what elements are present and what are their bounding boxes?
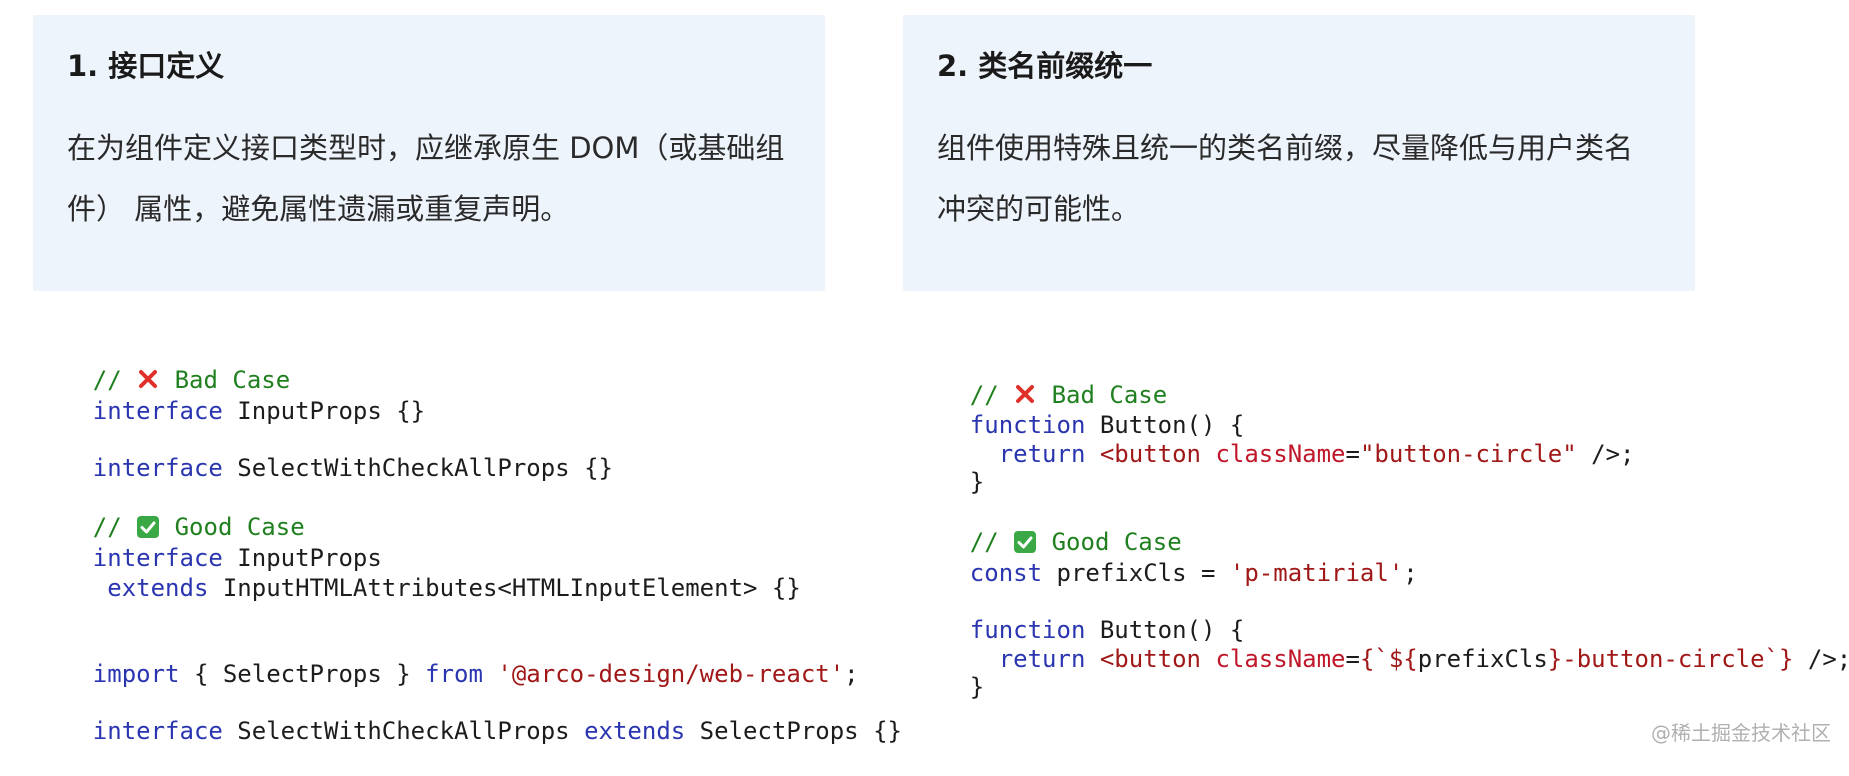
code-line: function Button() { xyxy=(969,411,1245,439)
watermark: @稀土掘金技术社区 xyxy=(1651,721,1831,745)
code-block-prefix: // Bad Case function Button() { return <… xyxy=(912,0,1849,752)
code-line-good-comment: // Good Case xyxy=(969,528,1182,556)
code-line: extends InputHTMLAttributes<HTMLInputEle… xyxy=(107,574,801,602)
code-block-interface: // Bad Case interface InputProps {} inte… xyxy=(35,0,902,752)
cross-icon xyxy=(136,366,160,394)
code-line: const prefixCls = 'p-matirial'; xyxy=(969,559,1418,587)
card-body: 组件使用特殊且统一的类名前缀，尽量降低与用户类名冲突的可能性。 xyxy=(937,130,1634,226)
card-title: 1. 接口定义 xyxy=(67,49,225,83)
code-line: interface SelectWithCheckAllProps {} xyxy=(92,454,613,482)
code-line-bad-comment: // Bad Case xyxy=(969,381,1168,409)
code-line-bad-comment: // Bad Case xyxy=(92,366,291,394)
cross-icon xyxy=(1013,381,1037,409)
code-line: interface SelectWithCheckAllProps extend… xyxy=(92,717,902,745)
code-line: return <button className={`${prefixCls}-… xyxy=(998,645,1849,673)
code-line: return <button className="button-circle"… xyxy=(998,440,1635,468)
code-line: import { SelectProps } from '@arco-desig… xyxy=(92,660,859,688)
card-title: 2. 类名前缀统一 xyxy=(937,49,1153,83)
code-line: } xyxy=(969,673,985,701)
check-icon xyxy=(1013,528,1037,556)
code-line: interface InputProps xyxy=(92,544,382,572)
check-icon xyxy=(136,513,160,541)
code-line-good-comment: // Good Case xyxy=(92,513,305,541)
code-line: } xyxy=(969,468,985,496)
card-class-prefix: 2. 类名前缀统一 组件使用特殊且统一的类名前缀，尽量降低与用户类名冲突的可能性… xyxy=(903,15,1695,291)
code-line: interface InputProps {} xyxy=(92,397,426,425)
code-line: function Button() { xyxy=(969,616,1245,644)
card-interface-definition: 1. 接口定义 在为组件定义接口类型时，应继承原生 DOM（或基础组件） 属性，… xyxy=(33,15,825,291)
card-body: 在为组件定义接口类型时，应继承原生 DOM（或基础组件） 属性，避免属性遗漏或重… xyxy=(67,130,785,226)
